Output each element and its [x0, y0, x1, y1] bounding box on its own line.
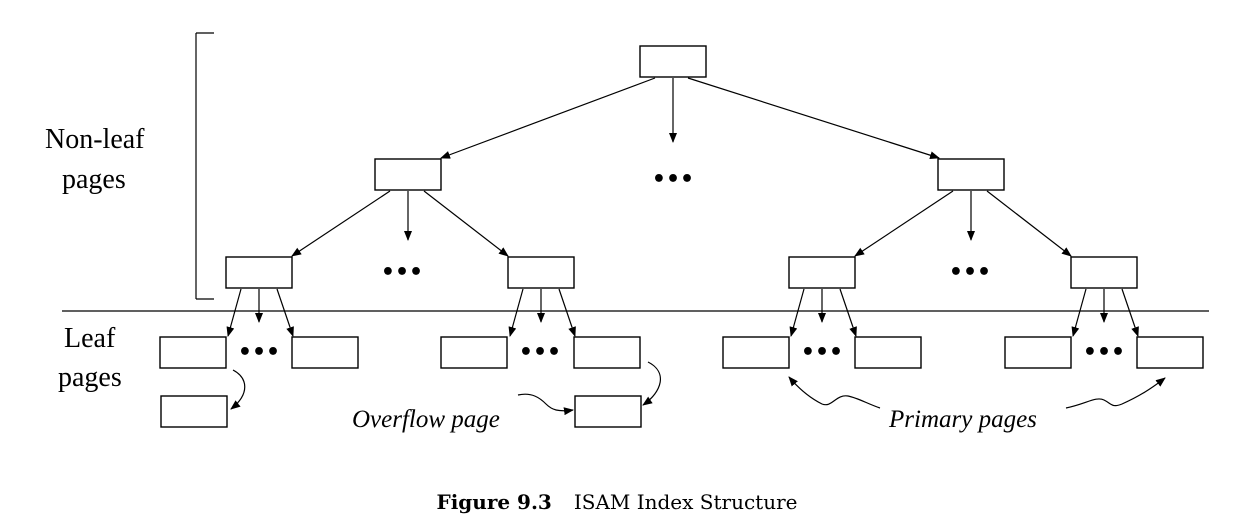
figure-number: Figure 9.3: [437, 490, 552, 514]
ellipsis-leaf-4: •••: [1083, 340, 1125, 365]
level2-node-left: [374, 158, 442, 191]
ellipsis-root: •••: [652, 167, 694, 192]
leaf-page-5: [722, 336, 790, 369]
ellipsis-level3-right: •••: [949, 260, 991, 285]
leaf-label-line2: pages: [58, 362, 122, 393]
level2-right-edges: [854, 190, 1072, 257]
leaf-label-line1: Leaf: [64, 323, 116, 354]
ellipsis-level3-left: •••: [381, 260, 423, 285]
leaf-page-7: [1004, 336, 1072, 369]
leaf-page-4: [573, 336, 641, 369]
ellipsis-leaf-2: •••: [519, 340, 561, 365]
overflow-links: [230, 361, 661, 410]
leaf-page-2: [291, 336, 359, 369]
figure-title: ISAM Index Structure: [574, 490, 798, 514]
leaf-page-6: [854, 336, 922, 369]
level3-node-2: [507, 256, 575, 289]
level3-node-1: [225, 256, 293, 289]
ellipsis-leaf-1: •••: [238, 340, 280, 365]
root-edges: [440, 77, 940, 160]
overflow-page-2: [574, 395, 642, 428]
figure-caption: Figure 9.3 ISAM Index Structure: [437, 490, 798, 514]
overflow-page-label: Overflow page: [352, 406, 500, 433]
ellipsis-leaf-3: •••: [801, 340, 843, 365]
level3-node-3: [788, 256, 856, 289]
annotation-pointers: [517, 376, 1166, 416]
primary-pages-label: Primary pages: [888, 406, 1037, 433]
leaf-page-8: [1136, 336, 1204, 369]
overflow-page-1: [160, 395, 228, 428]
non-leaf-label-line1: Non-leaf: [45, 124, 145, 155]
level2-left-edges: [291, 190, 509, 257]
level2-node-right: [937, 158, 1005, 191]
leaf-page-1: [159, 336, 227, 369]
non-leaf-bracket: [195, 32, 214, 300]
non-leaf-label-line2: pages: [62, 164, 126, 195]
leaf-page-3: [440, 336, 508, 369]
root-node: [639, 45, 707, 78]
level3-node-4: [1070, 256, 1138, 289]
level3-edges: [226, 288, 1139, 337]
